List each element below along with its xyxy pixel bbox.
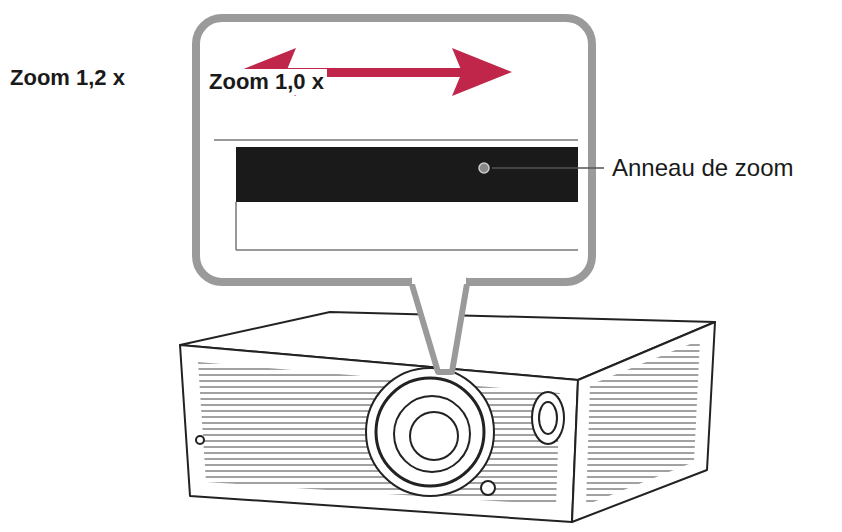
lens: [366, 368, 494, 496]
zoom-label: Zoom 1,0 x: [206, 69, 327, 95]
callout-bubble: [196, 18, 592, 372]
leader-line: [492, 167, 604, 169]
zoom-ring-detail: [214, 140, 604, 250]
zoom-label: Zoom 1,2 x: [10, 65, 125, 91]
part-name: Anneau de zoom: [612, 154, 793, 183]
